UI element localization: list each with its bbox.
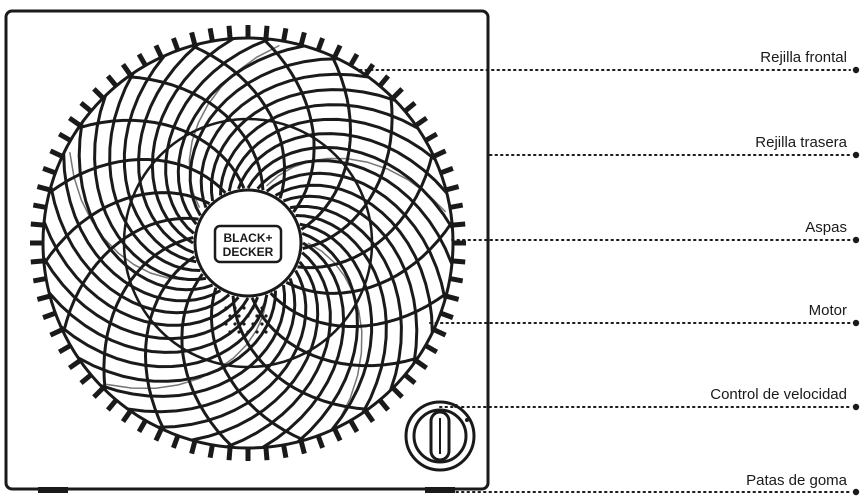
brand-logo-line2: DECKER	[223, 245, 274, 259]
brand-logo-line1: BLACK+	[223, 231, 272, 245]
callout-endpoints	[853, 67, 859, 495]
speed-control-knob[interactable]	[406, 402, 474, 470]
label-rejilla-trasera: Rejilla trasera	[755, 134, 847, 152]
label-patas-de-goma: Patas de goma	[746, 472, 847, 490]
label-rejilla-frontal: Rejilla frontal	[760, 49, 847, 67]
rubber-foot-left	[38, 487, 68, 493]
label-control-velocidad: Control de velocidad	[710, 386, 847, 404]
label-motor: Motor	[809, 302, 847, 320]
label-aspas: Aspas	[805, 219, 847, 237]
